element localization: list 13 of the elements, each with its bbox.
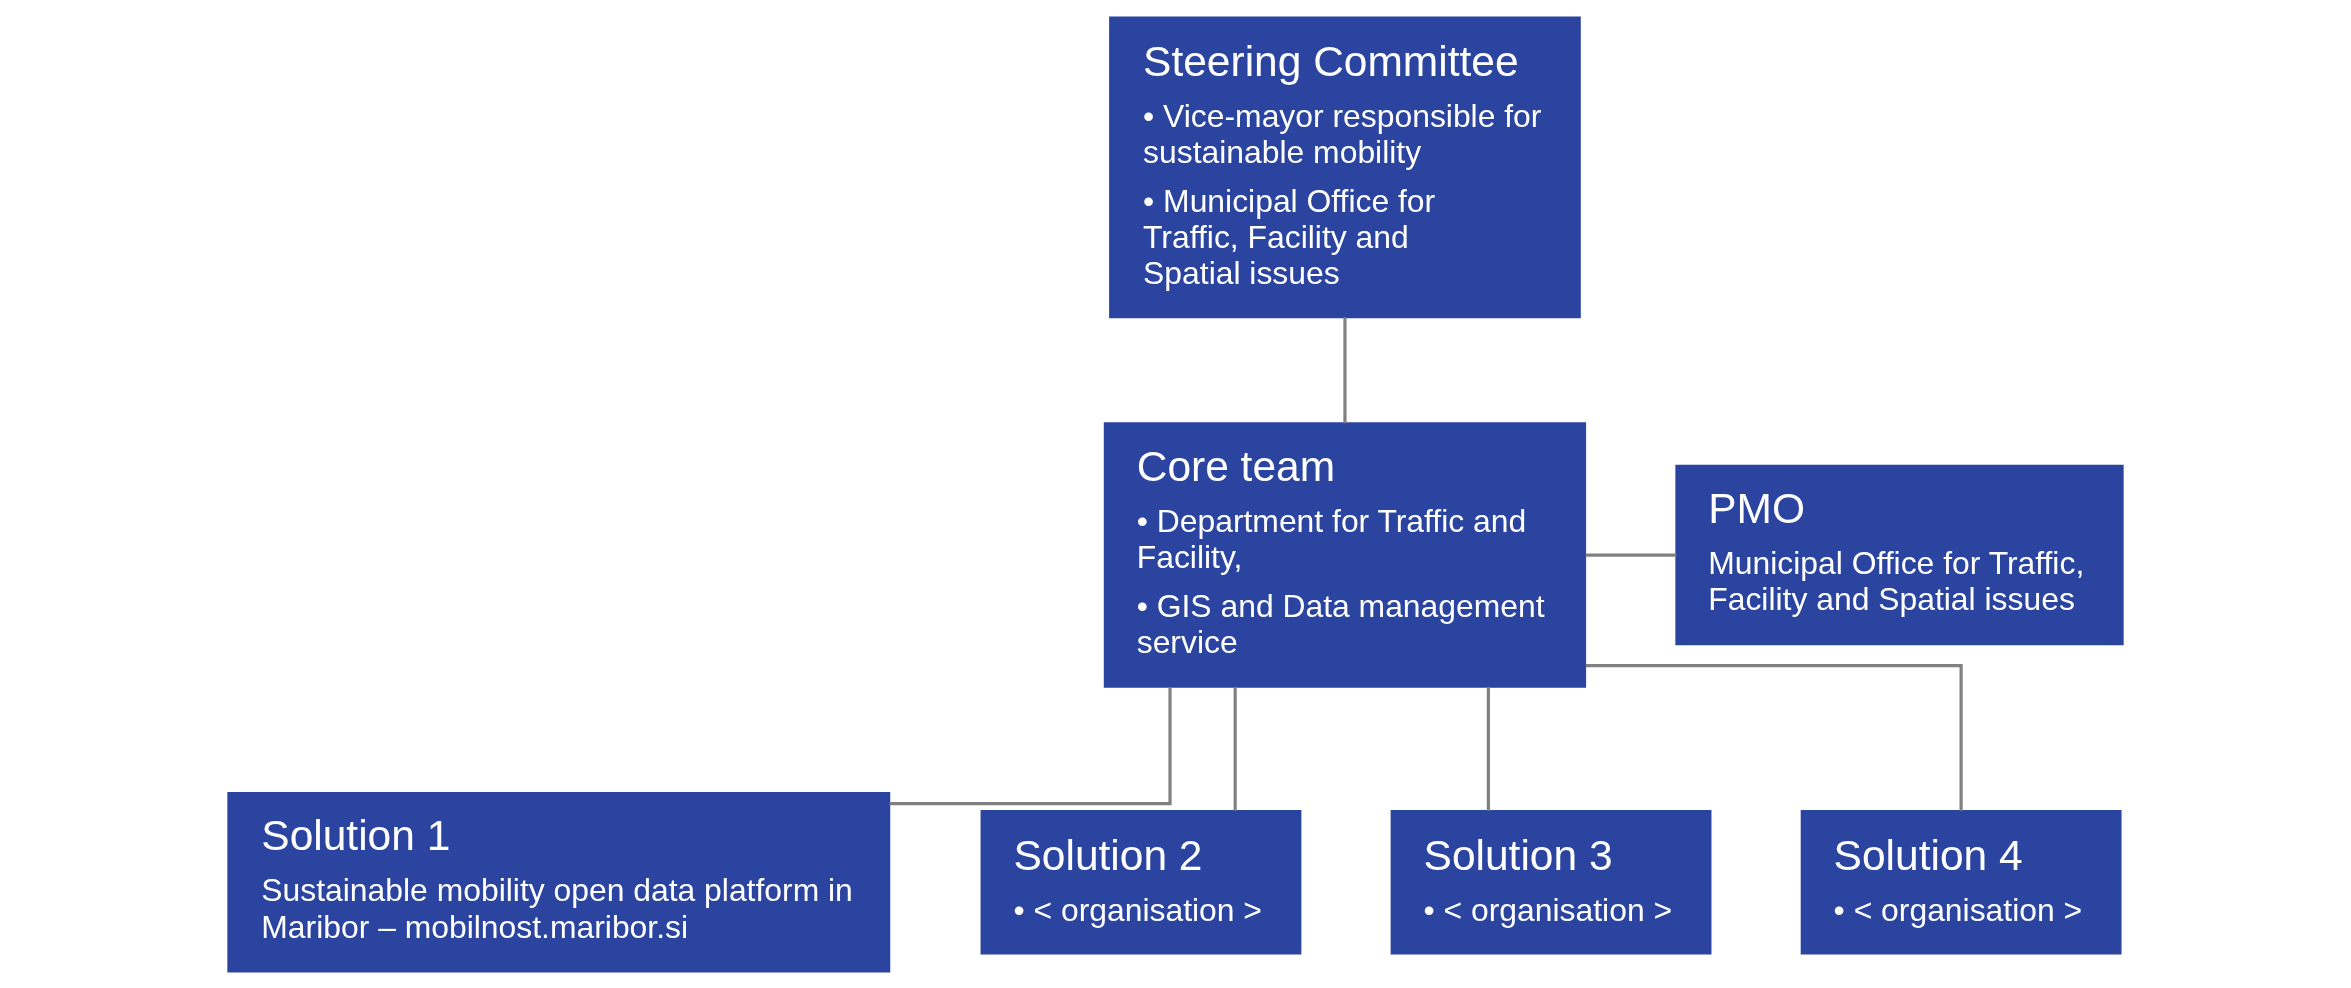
node-box: Solution 3 • < organisation > [1390, 809, 1712, 954]
connector [1233, 686, 1237, 811]
node-box: Solution 2 • < organisation > [980, 809, 1302, 954]
node-box: Solution 4 • < organisation > [1800, 809, 2122, 954]
connector [1486, 686, 1490, 811]
connector [1343, 316, 1347, 423]
node-box: Steering Committee • Vice-mayor responsible for sustainable mobility • Municipal Office for Traffic, Facility and Spatial issues [1109, 15, 1581, 318]
connector [1585, 663, 1963, 811]
node-box: PMO Municipal Office for Traffic, Facility and Spatial issues [1675, 464, 2124, 645]
connector [1585, 552, 1677, 557]
connector [889, 686, 1172, 805]
node-box: Core team • Department for Traffic and Facility, • GIS and Data management service [1103, 421, 1587, 688]
node-box: Solution 1 Sustainable mobility open data platform in Maribor – mobilnost.maribor.si [227, 791, 891, 973]
